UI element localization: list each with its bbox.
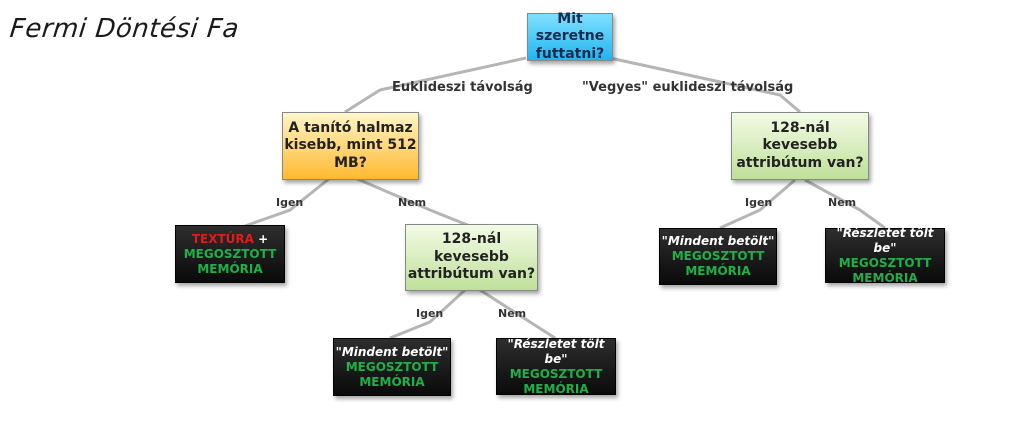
leaf-texture-node: TEXTÚRA + MEGOSZTOTT MEMÓRIA bbox=[175, 225, 285, 283]
leaf-right-nem-line3: MEMÓRIA bbox=[852, 270, 918, 285]
leaf-right-igen-node: "Mindent betölt" MEGOSZTOTT MEMÓRIA bbox=[659, 228, 777, 285]
edge-label-root-left: Euklideszi távolság bbox=[392, 80, 533, 95]
right-question-line2: attribútum van? bbox=[736, 154, 864, 171]
left-question-line3: MB? bbox=[334, 154, 367, 171]
edge-label-left-nem: Nem bbox=[398, 196, 427, 209]
left-question-line1: A tanító halmaz bbox=[288, 119, 413, 136]
edge-root-right bbox=[609, 56, 801, 114]
leaf-mid-nem-line3: MEMÓRIA bbox=[523, 381, 589, 396]
edge-label-root-right: "Vegyes" euklideszi távolság bbox=[582, 80, 794, 95]
edge-mid-nem bbox=[479, 288, 556, 340]
leaf-texture-line1: TEXTÚRA + bbox=[192, 232, 268, 247]
left-question-node: A tanító halmaz kisebb, mint 512 MB? bbox=[282, 112, 419, 180]
edge-label-mid-nem: Nem bbox=[498, 307, 527, 320]
leaf-texture-plus: + bbox=[253, 231, 269, 246]
edge-right-igen bbox=[719, 178, 796, 230]
leaf-mid-nem-node: "Részletet tölt be" MEGOSZTOTT MEMÓRIA bbox=[496, 336, 616, 396]
leaf-right-nem-line1: "Részletet tölt be" bbox=[836, 225, 934, 255]
root-question-line1: Mit szeretne bbox=[535, 10, 605, 45]
edge-label-left-igen: Igen bbox=[276, 196, 304, 209]
edge-right-nem bbox=[804, 178, 886, 230]
edge-label-mid-igen: Igen bbox=[416, 307, 444, 320]
leaf-mid-igen-node: "Mindent betölt" MEGOSZTOTT MEMÓRIA bbox=[333, 338, 451, 396]
leaf-right-igen-line1: "Mindent betölt" bbox=[661, 234, 775, 248]
edge-root-left bbox=[344, 56, 527, 114]
leaf-mid-nem-line2: MEGOSZTOTT bbox=[509, 366, 603, 381]
right-question-node: 128-nál kevesebb attribútum van? bbox=[731, 112, 869, 180]
leaf-right-nem-node: "Részletet tölt be" MEGOSZTOTT MEMÓRIA bbox=[825, 225, 945, 285]
edge-left-igen bbox=[244, 176, 331, 228]
edge-label-right-igen: Igen bbox=[745, 196, 773, 209]
leaf-texture-line3: MEMÓRIA bbox=[197, 261, 263, 276]
leaf-mid-igen-line3: MEMÓRIA bbox=[359, 374, 425, 389]
mid-question-line2: attribútum van? bbox=[407, 266, 536, 283]
right-question-line1: 128-nál kevesebb bbox=[762, 119, 838, 154]
leaf-texture-line2: MEGOSZTOTT bbox=[183, 246, 277, 261]
edge-mid-igen bbox=[389, 288, 467, 340]
leaf-mid-nem-line1: "Részletet tölt be" bbox=[507, 336, 605, 366]
mid-question-line1: 128-nál kevesebb bbox=[434, 231, 509, 265]
leaf-mid-igen-line2: MEGOSZTOTT bbox=[345, 359, 439, 374]
leaf-mid-igen-line1: "Mindent betölt" bbox=[335, 344, 449, 359]
root-question-line2: futtatni? bbox=[535, 45, 605, 62]
leaf-right-nem-line2: MEGOSZTOTT bbox=[838, 255, 932, 270]
leaf-right-igen-line2: MEGOSZTOTT bbox=[671, 249, 765, 263]
edge-left-nem bbox=[354, 176, 471, 228]
leaf-texture-red-text: TEXTÚRA bbox=[191, 231, 254, 246]
root-question-node: Mit szeretne futtatni? bbox=[527, 10, 613, 62]
leaf-right-igen-line3: MEMÓRIA bbox=[685, 264, 751, 278]
mid-question-node: 128-nál kevesebb attribútum van? bbox=[405, 224, 538, 291]
left-question-line2: kisebb, mint 512 bbox=[284, 137, 417, 154]
edge-label-right-nem: Nem bbox=[828, 196, 857, 209]
